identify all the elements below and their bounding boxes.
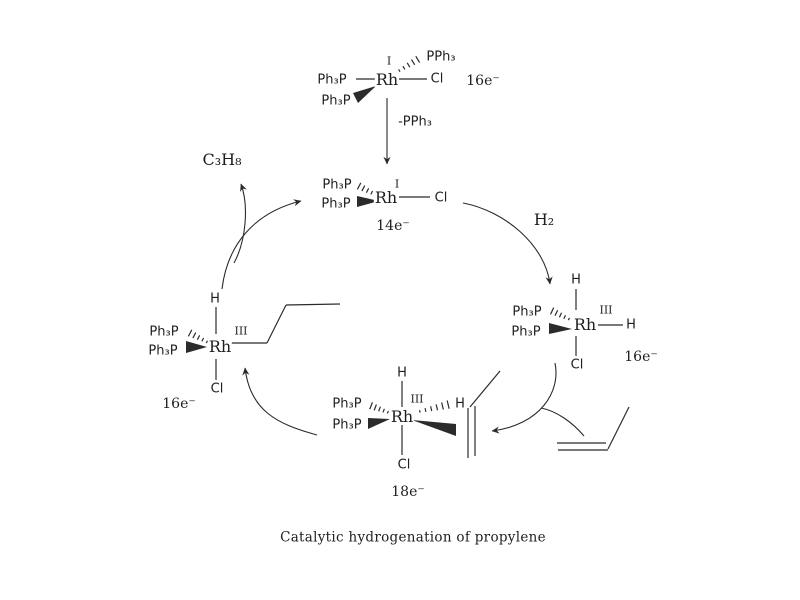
dihydride-ligand-upper-left-label: Ph₃P <box>511 304 543 320</box>
hashed-wedge-bond <box>398 55 421 73</box>
hashed-wedge-bond <box>549 307 571 321</box>
dihydride-complex-bonds <box>549 289 623 356</box>
dihydride-ligand-lower-left-label: Ph₃P <box>510 324 542 340</box>
dihydride-metal-label: Rh <box>572 315 598 334</box>
arrow-alkene-coordination <box>491 362 585 437</box>
dihydride-ligand-right-label: H <box>625 317 637 333</box>
hashed-wedge-bond <box>369 402 389 414</box>
precursor-ligand-upper-right-label: PPh₃ <box>425 49 457 65</box>
alkyl-oxidation-state-label: III <box>234 324 248 338</box>
solid-wedge-bond <box>357 196 379 207</box>
hashed-wedge-bond <box>187 329 209 344</box>
solid-wedge-bond <box>353 86 376 103</box>
active-electron-count: 14e⁻ <box>375 218 411 234</box>
hashed-wedge-bond <box>418 400 450 413</box>
arrow-hydrogen-addition <box>462 202 553 285</box>
alkene-complex-ligand-upper-left-label: Ph₃P <box>331 396 363 412</box>
alkene-complex-metal-label: Rh <box>389 407 415 426</box>
arrow-propane-release <box>233 183 247 264</box>
precursor-metal-label: Rh <box>374 70 400 89</box>
solid-wedge-bond <box>186 341 207 353</box>
alkyl-metal-label: Rh <box>207 337 233 356</box>
solid-wedge-bond <box>549 323 572 334</box>
arrow-migratory-insertion <box>242 367 318 436</box>
propyl-bond <box>285 303 341 306</box>
propyl-bond <box>266 304 287 344</box>
active-ligand-right-label: Cl <box>433 190 449 206</box>
arrow-catalyst-regeneration <box>221 199 302 290</box>
alkene-complex-ligand-top-label: H <box>396 365 408 381</box>
active-oxidation-state-label: I <box>394 177 400 191</box>
alkyl-electron-count: 16e⁻ <box>161 396 197 412</box>
active-metal-label: Rh <box>373 188 399 207</box>
arrow-curve <box>491 362 557 434</box>
precursor-ligand-left-label: Ph₃P <box>316 72 348 88</box>
alkyl-ligand-lower-left-label: Ph₃P <box>147 343 179 359</box>
active-ligand-lower-left-label: Ph₃P <box>320 196 352 212</box>
alkene-complex-ligand-bottom-label: Cl <box>396 457 412 473</box>
dihydride-electron-count: 16e⁻ <box>623 349 659 365</box>
dihydride-ligand-top-label: H <box>570 272 582 288</box>
precursor-complex-bonds <box>353 55 427 103</box>
precursor-oxidation-state-label: I <box>386 54 392 68</box>
alkene-complex-bonds <box>368 370 501 458</box>
alkyl-complex-bonds <box>186 303 341 380</box>
hydrogen-addition-label: H₂ <box>532 210 556 229</box>
solid-wedge-bond <box>368 418 390 429</box>
methyl-bond <box>469 370 501 408</box>
dihydride-ligand-bottom-label: Cl <box>569 357 585 373</box>
scheme-caption: Catalytic hydrogenation of propylene <box>279 529 547 546</box>
alkene-complex-ligand-lower-left-label: Ph₃P <box>331 417 363 433</box>
alkyl-ligand-upper-left-label: Ph₃P <box>148 324 180 340</box>
precursor-ligand-right-label: Cl <box>429 71 445 87</box>
alkene-complex-electron-count: 18e⁻ <box>390 484 426 500</box>
alkene-complex-hydride-label: H <box>454 396 466 412</box>
alkyl-ligand-top-label: H <box>209 291 221 307</box>
propylene-molecule <box>557 406 630 451</box>
solid-wedge-bond-to-alkene <box>412 420 456 436</box>
propane-release-label: C₃H₈ <box>201 150 243 169</box>
alkene-complex-oxidation-state-label: III <box>410 392 424 406</box>
dihydride-oxidation-state-label: III <box>599 303 613 317</box>
propylene-join-curve <box>540 407 585 437</box>
precursor-electron-count: 16e⁻ <box>465 73 501 89</box>
phosphine-loss-label: -PPh₃ <box>397 114 433 130</box>
active-ligand-upper-left-label: Ph₃P <box>321 177 353 193</box>
alkyl-ligand-bottom-label: Cl <box>209 381 225 397</box>
precursor-ligand-lower-left-label: Ph₃P <box>320 93 352 109</box>
methyl-bond <box>607 406 630 450</box>
